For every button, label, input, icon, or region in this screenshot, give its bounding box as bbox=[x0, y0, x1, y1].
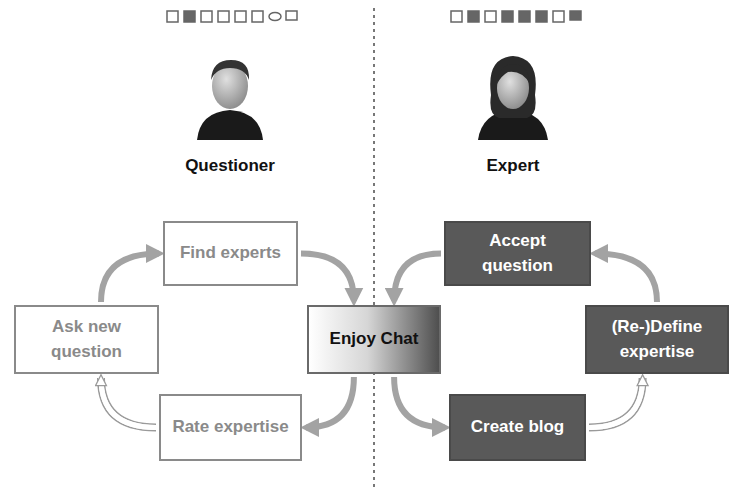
process-box: Enjoy Chat bbox=[307, 305, 441, 374]
box-label: Ask new question bbox=[16, 315, 157, 364]
divider-line bbox=[373, 8, 375, 490]
process-box: Accept question bbox=[444, 221, 591, 286]
flow-arrow bbox=[306, 377, 354, 428]
flow-arrow bbox=[595, 254, 657, 303]
box-label: Enjoy Chat bbox=[324, 327, 425, 352]
role-label: Questioner bbox=[185, 156, 275, 176]
flow-arrow bbox=[589, 378, 643, 428]
box-label: Rate expertise bbox=[166, 415, 294, 440]
process-box: Find experts bbox=[163, 221, 298, 286]
process-box: (Re-)Define expertise bbox=[585, 305, 729, 374]
icon-row bbox=[451, 11, 581, 22]
box-label: (Re-)Define expertise bbox=[587, 315, 727, 364]
flow-arrow bbox=[101, 254, 159, 303]
person-icon bbox=[478, 56, 548, 140]
box-label: Create blog bbox=[465, 415, 571, 440]
process-box: Create blog bbox=[449, 394, 586, 461]
process-box: Rate expertise bbox=[159, 394, 302, 461]
flow-arrow bbox=[394, 254, 441, 302]
box-label: Find experts bbox=[174, 241, 287, 266]
process-box: Ask new question bbox=[14, 305, 159, 374]
flow-arrow bbox=[101, 378, 156, 428]
box-label: Accept question bbox=[446, 229, 589, 278]
person-icon bbox=[197, 60, 263, 140]
icon-row bbox=[167, 11, 297, 22]
role-label: Expert bbox=[487, 156, 540, 176]
flow-arrow bbox=[301, 254, 354, 302]
flow-arrow bbox=[394, 377, 445, 428]
